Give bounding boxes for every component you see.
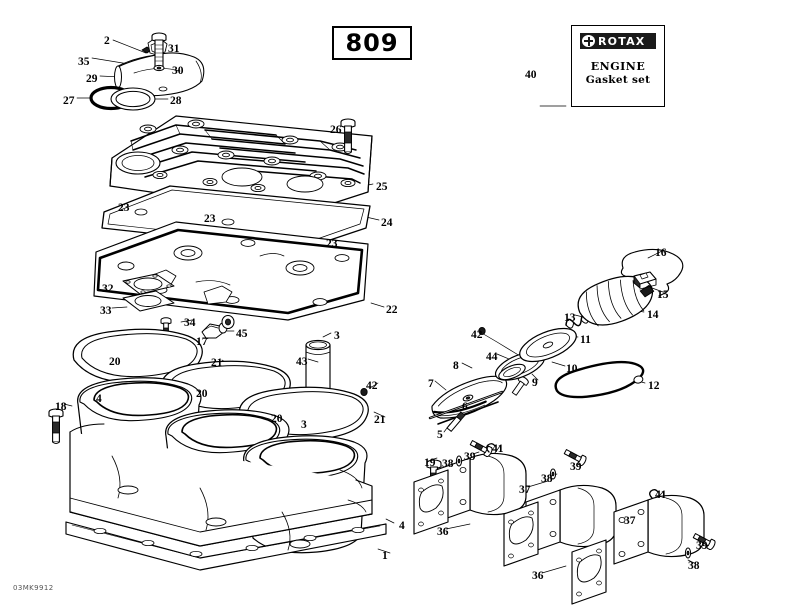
rotax-brand-text: ROTAX bbox=[598, 34, 646, 48]
callout-41: 41 bbox=[655, 489, 667, 501]
callout-39: 39 bbox=[696, 540, 708, 552]
callout-25: 25 bbox=[376, 181, 388, 193]
callout-20: 20 bbox=[196, 388, 208, 400]
callout-8: 8 bbox=[453, 360, 459, 372]
callout-3: 3 bbox=[334, 330, 340, 342]
callout-3: 3 bbox=[301, 419, 307, 431]
callout-30: 30 bbox=[172, 65, 184, 77]
callout-20: 20 bbox=[271, 413, 283, 425]
callout-37: 37 bbox=[624, 515, 636, 527]
callout-23: 23 bbox=[204, 213, 216, 225]
callout-29: 29 bbox=[86, 73, 98, 85]
callout-19: 19 bbox=[424, 457, 436, 469]
callout-42: 42 bbox=[366, 380, 378, 392]
callout-14: 14 bbox=[647, 309, 659, 321]
callout-18: 18 bbox=[55, 401, 67, 413]
callout-13: 13 bbox=[564, 312, 576, 324]
callout-20: 20 bbox=[109, 356, 121, 368]
callout-9: 9 bbox=[532, 377, 538, 389]
rotax-logo: ROTAX bbox=[580, 33, 656, 49]
callout-28: 28 bbox=[170, 95, 182, 107]
gasket-set-box: ROTAX ENGINE Gasket set bbox=[571, 25, 665, 107]
callout-15: 15 bbox=[657, 289, 669, 301]
callout-10: 10 bbox=[566, 363, 578, 375]
gasket-box-line2: Gasket set bbox=[585, 74, 651, 86]
callout-39: 39 bbox=[464, 451, 476, 463]
callout-21: 21 bbox=[374, 414, 386, 426]
callout-41: 41 bbox=[492, 443, 504, 455]
callout-24: 24 bbox=[381, 217, 393, 229]
callout-5: 5 bbox=[437, 429, 443, 441]
callout-45: 45 bbox=[236, 328, 248, 340]
callout-32: 32 bbox=[102, 283, 114, 295]
diagram-number-box: 809 bbox=[332, 26, 412, 60]
callout-44: 44 bbox=[486, 351, 498, 363]
callout-23: 23 bbox=[118, 202, 130, 214]
callout-23: 23 bbox=[326, 238, 338, 250]
callout-12: 12 bbox=[648, 380, 660, 392]
callout-17: 17 bbox=[196, 336, 208, 348]
callout-40: 40 bbox=[525, 69, 537, 81]
callout-35: 35 bbox=[78, 56, 90, 68]
callout-7: 7 bbox=[428, 378, 434, 390]
callout-38: 38 bbox=[442, 458, 454, 470]
diagram-number: 809 bbox=[345, 29, 399, 57]
callout-2: 2 bbox=[104, 35, 110, 47]
callout-36: 36 bbox=[437, 526, 449, 538]
callout-27: 27 bbox=[63, 95, 75, 107]
callout-36: 36 bbox=[532, 570, 544, 582]
callout-38: 38 bbox=[541, 473, 553, 485]
callout-31: 31 bbox=[168, 43, 180, 55]
callout-38: 38 bbox=[688, 560, 700, 572]
callout-22: 22 bbox=[386, 304, 398, 316]
callout-26: 26 bbox=[330, 124, 342, 136]
callout-21: 21 bbox=[211, 357, 223, 369]
document-reference: 03MK9912 bbox=[13, 584, 54, 592]
callout-33: 33 bbox=[100, 305, 112, 317]
rotax-emblem-icon bbox=[582, 35, 595, 47]
callout-6: 6 bbox=[462, 401, 468, 413]
callout-4: 4 bbox=[399, 520, 405, 532]
callout-16: 16 bbox=[655, 247, 667, 259]
callout-1: 1 bbox=[382, 550, 388, 562]
callout-4: 4 bbox=[96, 393, 102, 405]
callout-43: 43 bbox=[296, 356, 308, 368]
callout-37: 37 bbox=[519, 484, 531, 496]
callout-39: 39 bbox=[570, 461, 582, 473]
callout-34: 34 bbox=[184, 317, 196, 329]
callout-11: 11 bbox=[580, 334, 591, 346]
gasket-box-line1: ENGINE bbox=[590, 60, 646, 73]
callout-42: 42 bbox=[471, 329, 483, 341]
